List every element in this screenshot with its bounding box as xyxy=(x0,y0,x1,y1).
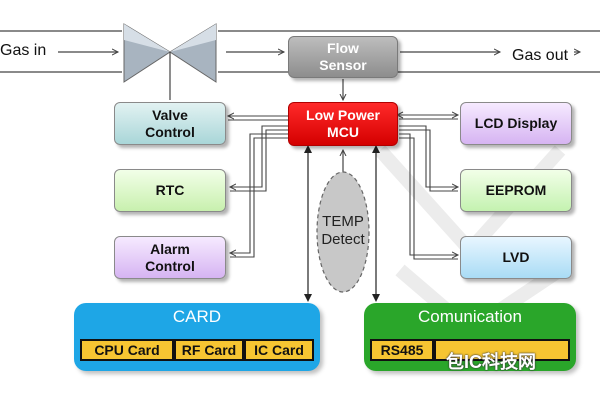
valve-control-block: Valve Control xyxy=(114,102,226,145)
comm-extra-chip xyxy=(434,339,570,361)
rf-card-chip: RF Card xyxy=(174,339,244,361)
temp-detect-ellipse xyxy=(316,171,370,293)
wire-mcu-eeprom-lvd xyxy=(399,125,458,260)
rtc-block: RTC xyxy=(114,169,226,212)
cpu-card-chip: CPU Card xyxy=(80,339,174,361)
eeprom-block: EEPROM xyxy=(460,169,572,212)
ic-card-chip: IC Card xyxy=(244,339,314,361)
comm-group-title: Comunication xyxy=(418,307,522,326)
rs485-chip: RS485 xyxy=(370,339,434,361)
card-group-title: CARD xyxy=(172,307,222,326)
alarm-control-block: Alarm Control xyxy=(114,236,226,279)
card-group: CARD CPU Card RF Card IC Card xyxy=(74,303,320,371)
mcu-block: Low Power MCU xyxy=(288,102,398,146)
watermark-text: 包IC科技网 xyxy=(446,352,536,372)
wire-mcu-rtc-alarm xyxy=(230,125,288,258)
comm-group: Comunication RS485 xyxy=(364,303,576,371)
wire-mcu-valve xyxy=(228,116,288,121)
gas-in-label: Gas in xyxy=(0,42,47,59)
gas-out-label: Gas out xyxy=(512,47,569,64)
valve-icon xyxy=(123,23,217,83)
gas-pipe xyxy=(0,30,600,73)
wire-mcu-lcd xyxy=(399,115,458,120)
lvd-block: LVD xyxy=(460,236,572,279)
flow-sensor-block: Flow Sensor xyxy=(288,36,398,78)
lcd-display-block: LCD Display xyxy=(460,102,572,145)
temp-detect-label: TEMP Detect xyxy=(321,213,365,248)
